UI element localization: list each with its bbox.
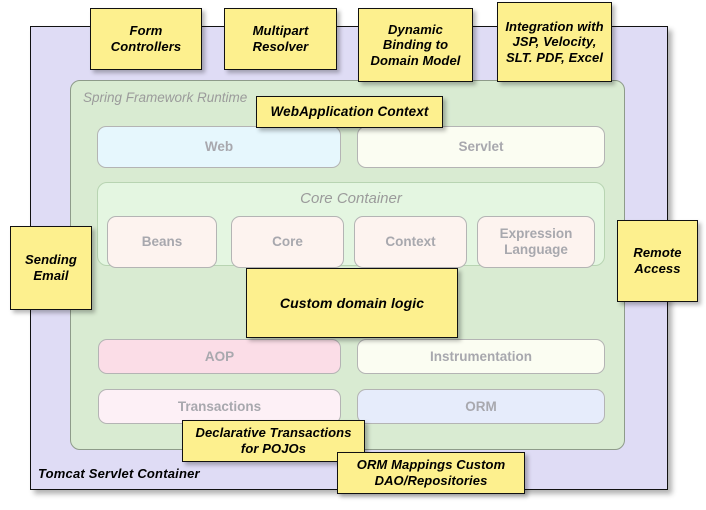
module-orm: ORM — [357, 389, 605, 424]
module-beans: Beans — [107, 216, 217, 268]
note-dynamic-binding-to-domain-model: Dynamic Binding to Domain Model — [358, 8, 473, 82]
note-form-controllers: Form Controllers — [90, 8, 202, 70]
note-custom-domain-logic: Custom domain logic — [246, 268, 458, 338]
module-expression-language: Expression Language — [477, 216, 595, 268]
note-declarative-transactions-for-pojos: Declarative Transactions for POJOs — [182, 420, 365, 462]
module-core: Core — [231, 216, 344, 268]
module-context: Context — [354, 216, 467, 268]
note-remote-access: Remote Access — [617, 220, 698, 302]
tomcat-servlet-container-label: Tomcat Servlet Container — [38, 466, 200, 481]
module-aop: AOP — [98, 339, 341, 374]
note-multipart-resolver: Multipart Resolver — [224, 8, 337, 70]
module-transactions: Transactions — [98, 389, 341, 424]
note-webapplication-context: WebApplication Context — [256, 96, 443, 128]
module-instrumentation: Instrumentation — [357, 339, 605, 374]
note-integration-view-technologies: Integration with JSP, Velocity, SLT. PDF… — [497, 2, 612, 82]
note-orm-mappings-custom-dao-repositories: ORM Mappings Custom DAO/Repositories — [337, 452, 525, 494]
core-container-label: Core Container — [300, 190, 402, 207]
module-servlet: Servlet — [357, 126, 605, 168]
module-web: Web — [97, 126, 341, 168]
note-sending-email: Sending Email — [10, 226, 92, 310]
spring-framework-runtime-label: Spring Framework Runtime — [83, 90, 248, 105]
